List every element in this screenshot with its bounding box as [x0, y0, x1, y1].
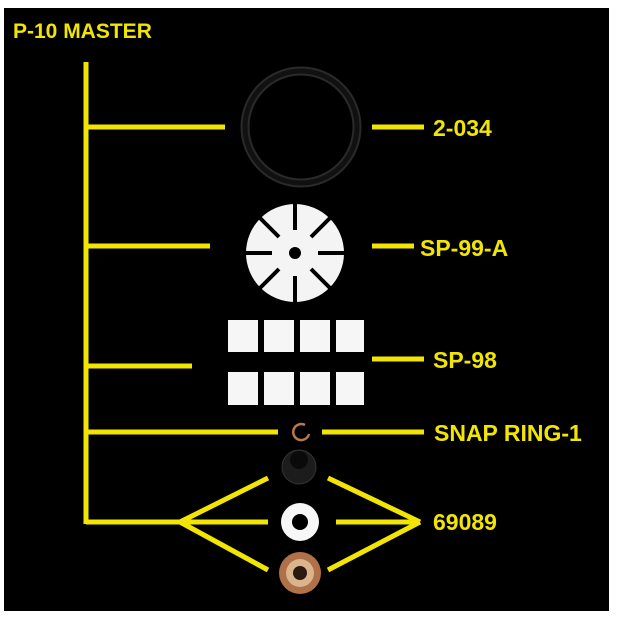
fan-line-left-top — [178, 475, 270, 525]
slotted-disc-part — [246, 204, 344, 302]
washer-white-part — [281, 503, 319, 541]
fan-line-right-top — [326, 475, 422, 525]
fan-line-right-bottom — [326, 519, 422, 573]
fan-line-left-bottom — [178, 519, 270, 573]
part-label-sp-99-a: SP-99-A — [420, 235, 508, 261]
square-pads-part — [228, 320, 364, 405]
part-label-2-034: 2-034 — [433, 115, 492, 141]
o-ring-part — [240, 66, 362, 188]
part-label-snap-ring: SNAP RING-1 — [434, 420, 582, 446]
washer-black-part — [281, 449, 317, 485]
part-label-sp-98: SP-98 — [433, 347, 497, 373]
part-label-69089: 69089 — [433, 509, 497, 535]
diagram-title: P-10 MASTER — [13, 20, 152, 43]
snap-ring-part — [292, 422, 311, 442]
washer-bronze-part — [279, 552, 321, 594]
